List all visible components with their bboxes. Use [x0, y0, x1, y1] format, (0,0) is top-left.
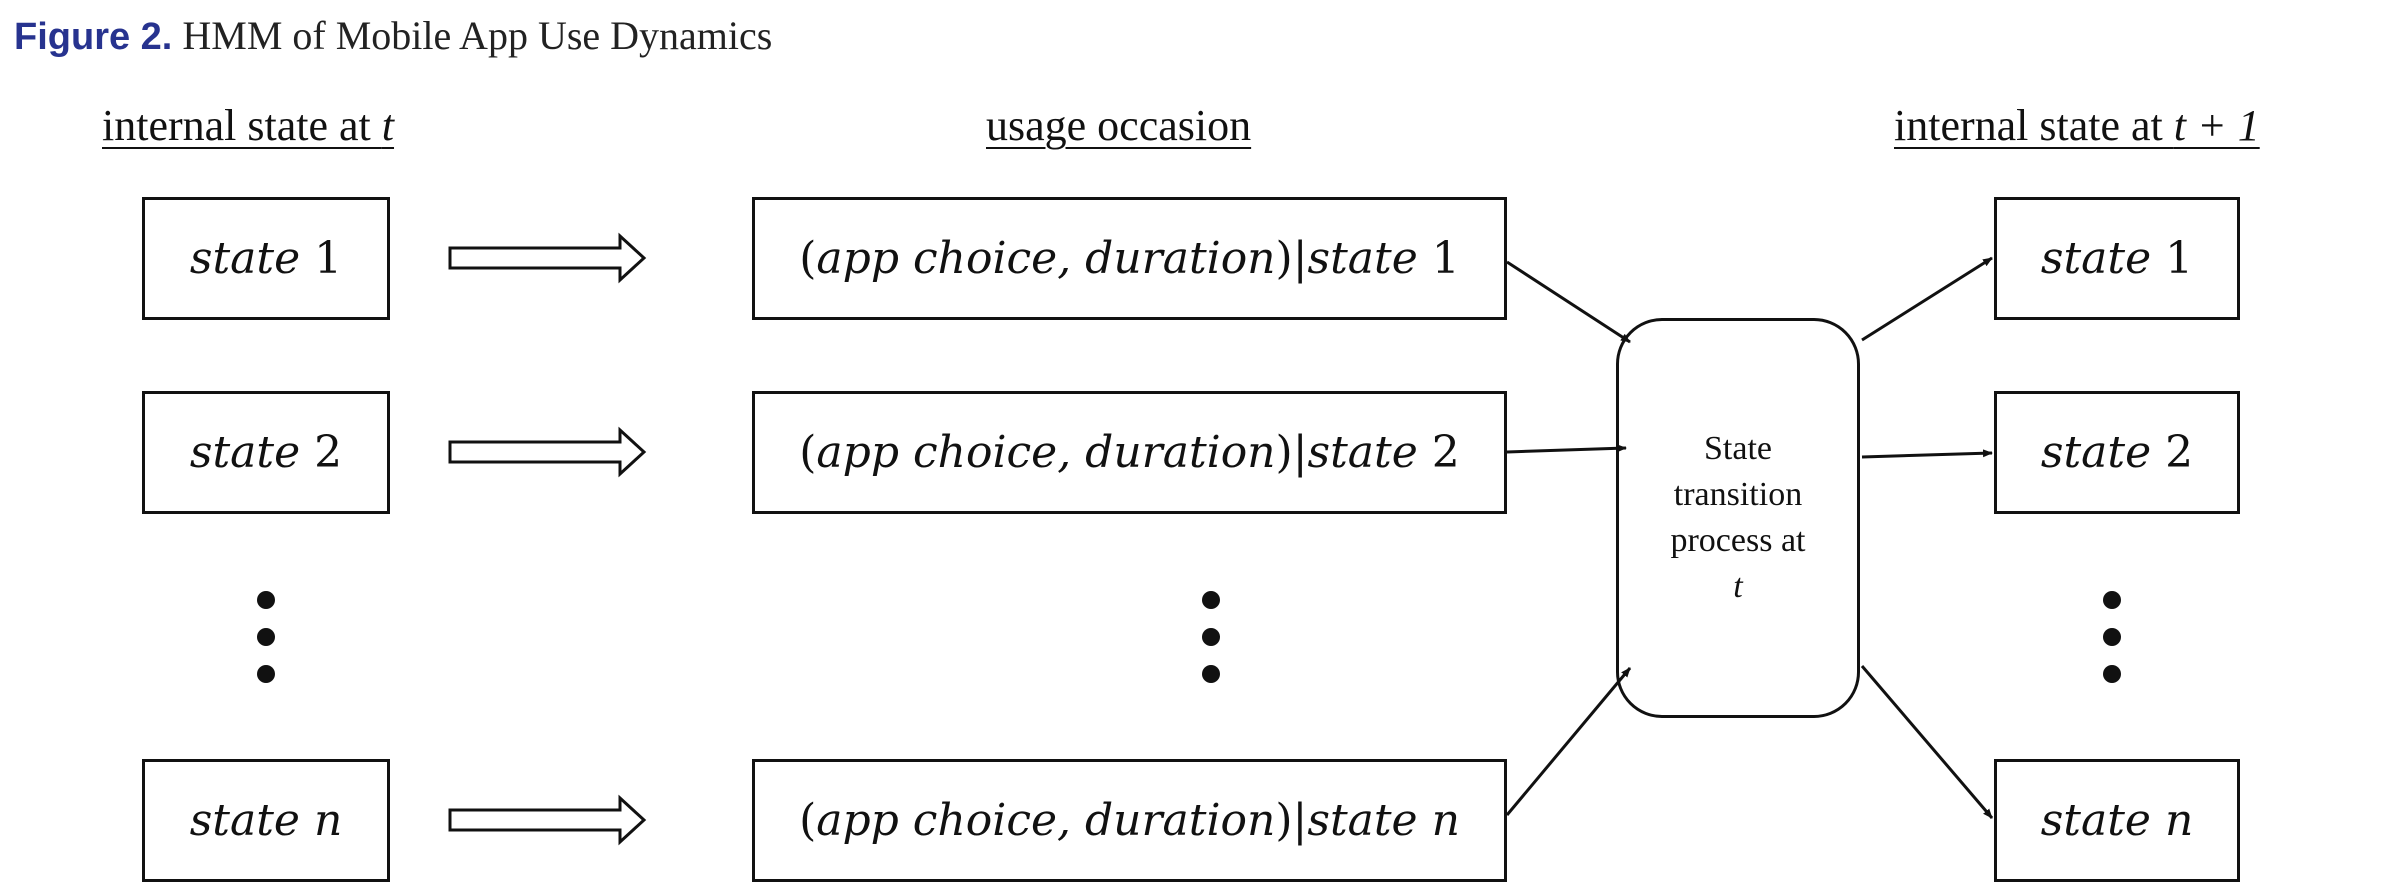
time-variable-next: t + 1 — [2173, 101, 2260, 150]
left-state-box-2: state 2 — [142, 391, 390, 514]
hollow-arrow-n — [448, 794, 647, 846]
left-ellipsis-dots — [257, 591, 275, 683]
figure-caption: Figure 2.HMM of Mobile App Use Dynamics — [14, 6, 772, 66]
arrow-occasion-1-to-process — [1506, 260, 1631, 344]
arrow-process-to-state-n — [1860, 665, 1994, 819]
process-label-line2: transition — [1673, 476, 1803, 513]
usage-occasion-box-1: (app choice, duration)|state 1 — [752, 197, 1507, 320]
right-state-box-2: state 2 — [1994, 391, 2240, 514]
usage-occasion-box-n: (app choice, duration)|state n — [752, 759, 1507, 882]
figure-title: HMM of Mobile App Use Dynamics — [182, 13, 773, 58]
arrow-process-to-state-2 — [1861, 449, 1993, 459]
process-label-line1: State — [1704, 430, 1772, 467]
right-column-heading: internal state at t + 1 — [1894, 101, 2260, 150]
left-state-box-1: state 1 — [142, 197, 390, 320]
usage-occasion-box-2: (app choice, duration)|state 2 — [752, 391, 1507, 514]
time-variable: t — [381, 101, 395, 150]
left-state-box-n: state n — [142, 759, 390, 882]
hollow-arrow-2 — [448, 426, 647, 478]
right-state-box-n: state n — [1994, 759, 2240, 882]
process-time-variable: t — [1733, 568, 1743, 605]
state-transition-process-box: State transition process at t — [1616, 318, 1860, 718]
right-state-box-1: state 1 — [1994, 197, 2240, 320]
middle-ellipsis-dots — [1202, 591, 1220, 683]
hollow-arrow-1 — [448, 232, 647, 284]
arrow-occasion-2-to-process — [1506, 444, 1627, 454]
left-column-heading: internal state at t — [102, 101, 395, 150]
process-label-line3: process at — [1670, 522, 1806, 559]
middle-column-heading: usage occasion — [986, 101, 1252, 150]
arrow-occasion-n-to-process — [1505, 667, 1632, 816]
right-ellipsis-dots — [2103, 591, 2121, 683]
figure-label: Figure 2. — [14, 16, 173, 58]
arrow-process-to-state-1 — [1861, 256, 1993, 342]
